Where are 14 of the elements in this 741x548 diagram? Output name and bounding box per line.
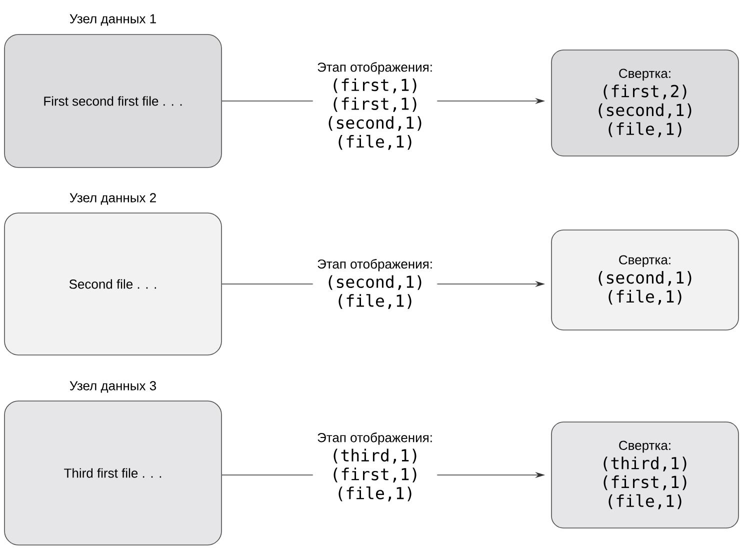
- connector-line: [222, 100, 314, 102]
- map-stage-text: Этап отображения: (third,1) (first,1) (file,1): [318, 432, 432, 502]
- data-node-box: Third first file . . .: [4, 400, 222, 546]
- map-stage-text: Этап отображения: (second,1) (file,1): [318, 258, 432, 309]
- node-heading: Узел данных 2: [70, 193, 156, 205]
- node-heading: Узел данных 1: [70, 14, 156, 26]
- map-stage-text: Этап отображения: (first,1) (first,1) (second,1) (file,1): [318, 62, 432, 150]
- reduce-box: Свертка: (first,2) (second,1) (file,1): [551, 50, 739, 156]
- node-heading: Узел данных 3: [70, 381, 156, 393]
- reduce-box: Свертка: (third,1) (first,1) (file,1): [551, 422, 739, 528]
- connector-line: [222, 474, 314, 476]
- reduce-box: Свертка: (second,1) (file,1): [551, 230, 739, 330]
- data-node-box: First second first file . . .: [4, 34, 222, 168]
- data-node-box: Second file . . .: [4, 212, 222, 356]
